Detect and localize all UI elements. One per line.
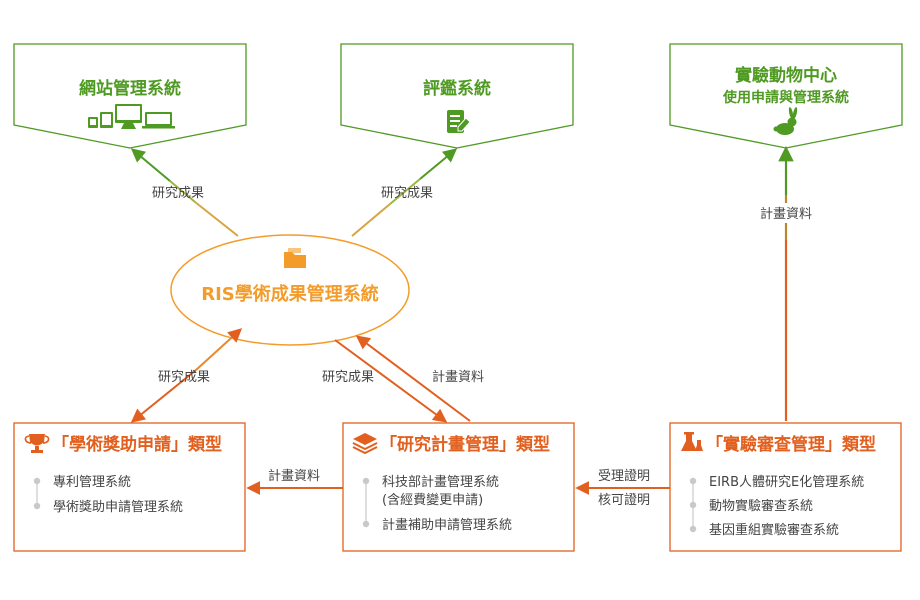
ris-system-title: RIS學術成果管理系統 [201,283,379,305]
review-item: EIRB人體研究E化管理系統 [709,475,864,490]
website-system-title: 網站管理系統 [79,78,181,99]
review-item: 動物實驗審查系統 [709,498,813,514]
edge-ris-to-evaluation: 研究成果 [351,148,458,237]
project-item: 計畫補助申請管理系統 [382,517,512,533]
award-item: 學術獎助申請管理系統 [53,500,183,515]
award-type-title: 「學術獎助申請」類型 [52,434,222,455]
edge-label-review-to-project-2: 核可證明 [598,492,650,508]
edge-label-ris-to-evaluation: 研究成果 [381,186,433,201]
folder-icon [284,248,306,268]
edge-label-award-ris: 研究成果 [158,370,210,385]
review-type-title: 「實驗審查管理」類型 [706,434,876,455]
flask-icon [681,432,703,451]
review-type-box: 「實驗審查管理」類型 EIRB人體研究E化管理系統 動物實驗審查系統 基因重組實… [669,422,902,552]
animal-center-title: 實驗動物中心 [735,65,837,86]
animal-center-box: 實驗動物中心 使用申請與管理系統 [669,43,903,149]
review-item: 基因重組實驗審查系統 [709,522,839,538]
project-item-note: (含經費變更申請) [382,492,483,508]
edge-review-to-project: 受理證明 核可證明 [575,468,670,508]
document-edit-icon [447,110,471,133]
ris-system-node: RIS學術成果管理系統 [170,234,410,346]
edge-review-to-animal: 計畫資料 [751,145,821,421]
trophy-icon [24,434,50,453]
edge-project-to-award: 計畫資料 [246,468,343,495]
edge-project-to-ris: 計畫資料 [355,335,484,422]
layers-icon [352,433,378,455]
project-type-box: 「研究計畫管理」類型 科技部計畫管理系統 (含經費變更申請) 計畫補助申請管理系… [342,422,575,552]
edge-award-ris: 研究成果 [130,328,243,423]
device-screens-icon [88,104,175,129]
award-type-box: 「學術獎助申請」類型 專利管理系統 學術獎助申請管理系統 [13,422,246,552]
website-system-box: 網站管理系統 [13,43,247,149]
edge-label-ris-to-website: 研究成果 [152,186,204,201]
edge-label-project-to-ris: 研究成果 [322,370,374,385]
evaluation-system-title: 評鑑系統 [423,78,491,99]
animal-center-subtitle: 使用申請與管理系統 [722,89,849,106]
edge-ris-to-website: 研究成果 [130,148,239,237]
project-type-title: 「研究計畫管理」類型 [380,434,550,455]
evaluation-system-box: 評鑑系統 [340,43,574,149]
edge-label-review-to-animal: 計畫資料 [760,206,812,222]
edge-label-ris-to-project: 計畫資料 [432,369,484,385]
award-item: 專利管理系統 [53,475,131,490]
rabbit-icon [773,107,798,135]
edge-label-review-to-project-1: 受理證明 [598,468,650,484]
edge-label-project-to-award: 計畫資料 [268,468,320,484]
edge-ris-to-project: 研究成果 [322,339,448,423]
project-item: 科技部計畫管理系統 [382,474,499,490]
